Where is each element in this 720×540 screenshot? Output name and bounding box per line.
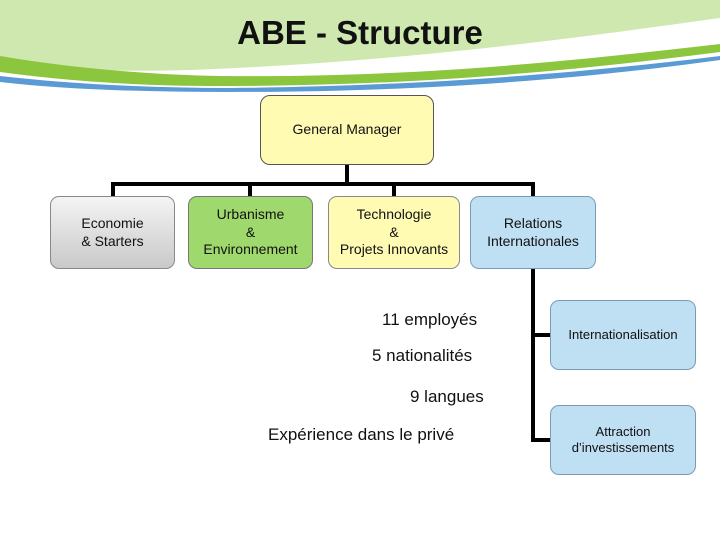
banner-blue-line bbox=[0, 56, 720, 92]
urbanisme-environnement-box: Urbanisme & Environnement bbox=[188, 196, 313, 269]
header-banner bbox=[0, 0, 720, 92]
general-manager-box: General Manager bbox=[260, 95, 434, 165]
fact-nationalites: 5 nationalités bbox=[372, 346, 473, 365]
relations-internationales-box: Relations Internationales bbox=[470, 196, 596, 269]
banner-green-wave bbox=[0, 0, 720, 71]
internationalisation-label: Internationalisation bbox=[568, 326, 678, 342]
urbanisme-environnement-label: Urbanisme & Environnement bbox=[203, 206, 298, 258]
fact-employes: 11 employés bbox=[382, 310, 478, 329]
economie-starters-box: Economie & Starters bbox=[50, 196, 175, 269]
fact-langues: 9 langues bbox=[410, 387, 484, 406]
economie-starters-label: Economie & Starters bbox=[81, 215, 144, 249]
technologie-projets-box: Technologie & Projets Innovants bbox=[328, 196, 460, 269]
relations-internationales-label: Relations Internationales bbox=[487, 215, 579, 249]
general-manager-label: General Manager bbox=[292, 121, 402, 138]
attraction-investissements-label: Attraction d’investissements bbox=[571, 423, 675, 455]
banner-green-band bbox=[0, 44, 720, 86]
attraction-investissements-box: Attraction d’investissements bbox=[550, 405, 696, 475]
internationalisation-box: Internationalisation bbox=[550, 300, 696, 370]
fact-experience: Expérience dans le privé bbox=[268, 425, 455, 444]
technologie-projets-label: Technologie & Projets Innovants bbox=[339, 206, 449, 258]
page-title: ABE - Structure bbox=[237, 14, 483, 51]
